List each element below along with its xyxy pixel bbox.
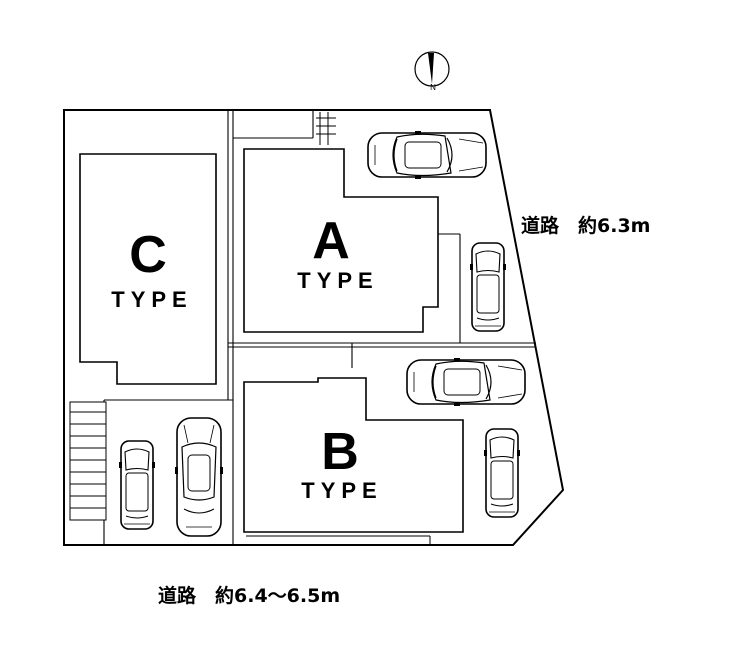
- sedan-car-icon: [367, 130, 487, 180]
- lot-c-letter: C: [129, 226, 167, 284]
- lot-boundaries: [103, 110, 536, 545]
- north-arrow-icon: N: [414, 51, 450, 92]
- building-c: [79, 153, 217, 385]
- lot-b-letter: B: [321, 423, 359, 481]
- sedan-car-icon: [406, 357, 526, 407]
- road-east-label: 道路 約6.3m: [521, 214, 650, 237]
- compact-car-icon: [483, 428, 521, 518]
- road-south-label: 道路 約6.4～6.5m: [158, 584, 340, 607]
- lot-b-type: TYPE: [301, 478, 382, 503]
- stairs-icon: [69, 401, 107, 521]
- compact-car-icon: [118, 440, 156, 530]
- building-b: [243, 377, 464, 533]
- sedan-car-icon: [174, 417, 224, 537]
- building-a: [243, 148, 439, 333]
- compact-car-icon: [469, 242, 507, 332]
- north-label: N: [430, 83, 436, 92]
- lot-a-type: TYPE: [297, 268, 378, 293]
- stairs-icon: [316, 112, 336, 145]
- lot-a-letter: A: [312, 212, 350, 270]
- lot-c-type: TYPE: [111, 287, 192, 312]
